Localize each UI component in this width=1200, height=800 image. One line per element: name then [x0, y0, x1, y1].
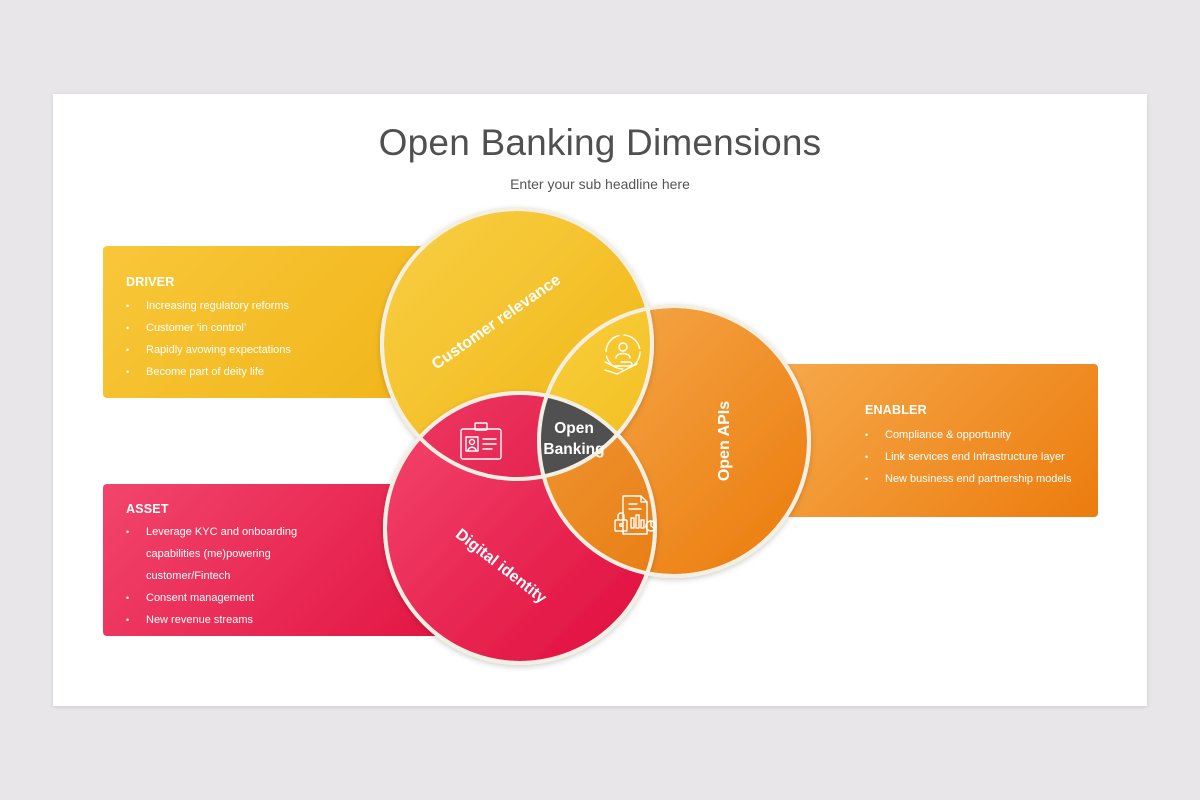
enabler-heading: ENABLER: [865, 403, 927, 417]
driver-item: Customer ‘in control’: [126, 317, 396, 339]
open-apis-label: Open APIs: [716, 401, 733, 481]
center-label-line1: Open: [554, 420, 594, 437]
driver-item: Increasing regulatory reforms: [126, 295, 396, 317]
driver-heading: DRIVER: [126, 275, 175, 289]
secure-report-icon: [614, 495, 657, 535]
asset-heading: ASSET: [126, 502, 169, 516]
driver-panel: DRIVER Increasing regulatory reforms Cus…: [103, 246, 503, 398]
asset-item: New revenue streams: [126, 609, 396, 631]
enabler-item: Compliance & opportunity: [865, 424, 1095, 446]
id-card-icon: [460, 422, 502, 460]
driver-item: Rapidly avowing expectations: [126, 339, 396, 361]
enabler-list: Compliance & opportunity Link services e…: [865, 424, 1095, 490]
venn-diagram: Customer relevance Open APIs Digital ide…: [380, 207, 811, 665]
slide-subtitle: Enter your sub headline here: [510, 176, 690, 192]
customer-care-icon: [604, 334, 641, 375]
driver-item: Become part of deity life: [126, 361, 396, 383]
asset-item: Consent management: [126, 587, 396, 609]
slide: Open Banking Dimensions Enter your sub h…: [53, 94, 1147, 706]
asset-list: Leverage KYC and onboarding capabilities…: [126, 521, 396, 631]
center-label-line2: Banking: [543, 441, 605, 458]
enabler-panel: ENABLER Compliance & opportunity Link se…: [773, 364, 1098, 517]
slide-title: Open Banking Dimensions: [378, 122, 822, 163]
enabler-item: Link services end Infrastructure layer: [865, 446, 1095, 468]
open-banking-label: Open Banking: [525, 418, 623, 460]
enabler-item: New business end partnership models: [865, 468, 1095, 490]
driver-list: Increasing regulatory reforms Customer ‘…: [126, 295, 396, 383]
overlap-top-right: [539, 306, 652, 479]
asset-item: Leverage KYC and onboarding capabilities…: [126, 521, 316, 587]
